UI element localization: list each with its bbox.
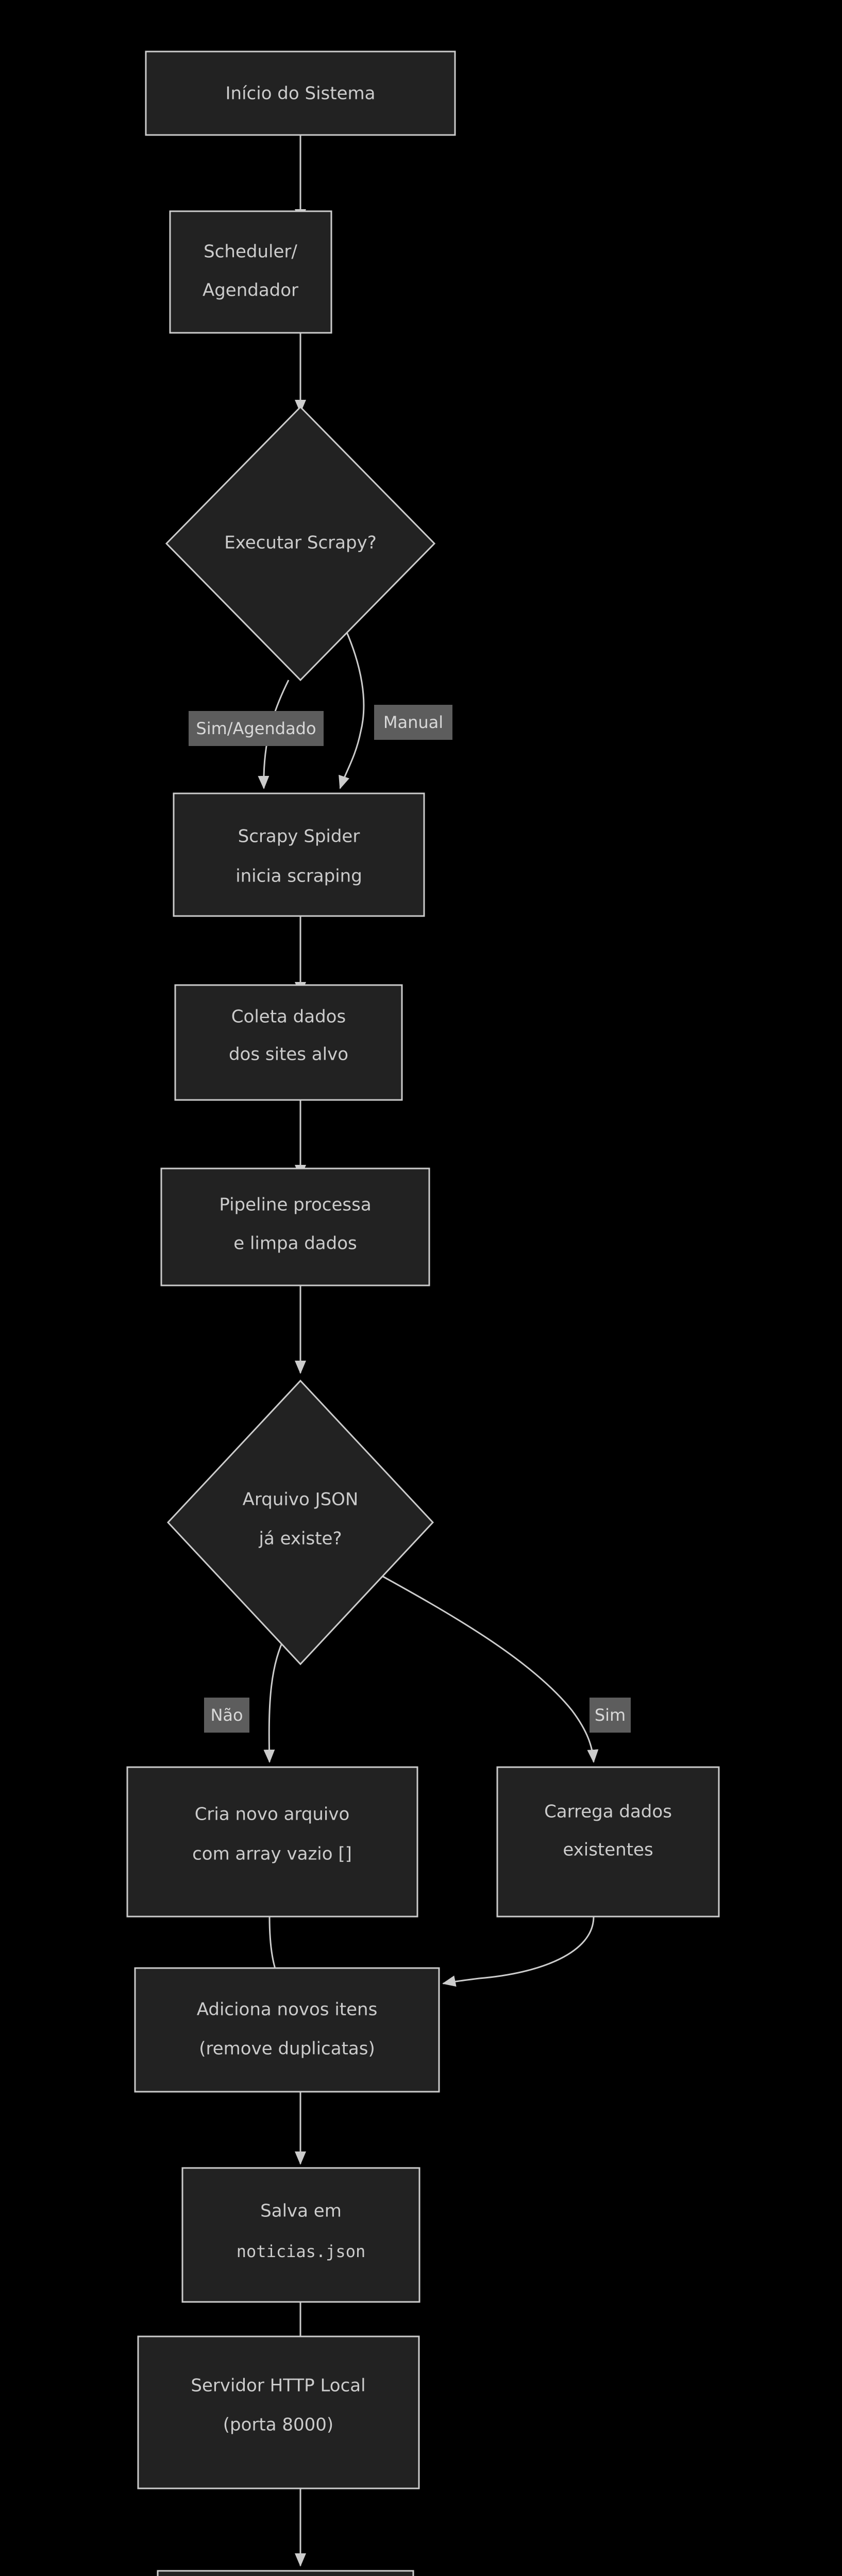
node-label-line-2: dos sites alvo (229, 1044, 348, 1065)
node-frontend-carrega[interactable]: Frontend carrega via fetch() (157, 2570, 414, 2576)
node-label-line-1: Cria novo arquivo (195, 1804, 350, 1825)
edge-label-sim-agendado: Sim/Agendado (189, 711, 324, 746)
node-servidor-http-local[interactable]: Servidor HTTP Local (porta 8000) (137, 2335, 420, 2489)
node-cria-novo-arquivo[interactable]: Cria novo arquivo com array vazio [] (126, 1766, 418, 1918)
node-label-line-2: com array vazio [] (192, 1844, 352, 1865)
node-inicio-do-sistema[interactable]: Início do Sistema (145, 50, 456, 136)
edge-label-sim: Sim (590, 1698, 631, 1733)
node-label-line-1: Coleta dados (231, 1007, 346, 1027)
node-label-line-2: e limpa dados (233, 1233, 357, 1254)
edge-carrega-to-adiciona (442, 1916, 595, 1987)
node-label-line-1: Arquivo JSON (243, 1489, 359, 1510)
node-label-line-2: (remove duplicatas) (199, 2039, 375, 2059)
edge-executar-manual-to-spider (339, 631, 365, 789)
node-scrapy-spider[interactable]: Scrapy Spider inicia scraping (173, 792, 425, 917)
node-adiciona-novos-itens[interactable]: Adiciona novos itens (remove duplicatas) (134, 1967, 440, 2093)
edge-label-text: Não (210, 1705, 243, 1725)
node-pipeline-processa[interactable]: Pipeline processa e limpa dados (160, 1167, 430, 1286)
edge-arquivo-nao-to-cria (263, 1633, 288, 1763)
node-label-line-1: Scheduler/ (204, 242, 297, 262)
node-salva-em-noticias-json[interactable]: Salva em noticias.json (181, 2167, 420, 2303)
edge-label-text: Sim/Agendado (196, 719, 316, 738)
node-label-line-2: (porta 8000) (223, 2415, 333, 2435)
node-label-line-1: Servidor HTTP Local (191, 2376, 365, 2396)
node-coleta-dados[interactable]: Coleta dados dos sites alvo (174, 984, 403, 1101)
edge-label-manual: Manual (374, 705, 452, 740)
node-label-line-1: Pipeline processa (219, 1195, 371, 1215)
node-carrega-dados-existentes[interactable]: Carrega dados existentes (496, 1766, 720, 1918)
node-scheduler-agendador[interactable]: Scheduler/ Agendador (169, 210, 332, 334)
edge-label-nao: Não (204, 1698, 249, 1733)
node-label-line-1: Carrega dados (544, 1802, 672, 1822)
node-executar-scrapy-decision[interactable]: Executar Scrapy? (165, 405, 436, 682)
edge-label-text: Manual (383, 713, 443, 732)
node-label-line-1: Scrapy Spider (238, 826, 360, 847)
node-label-line-2: noticias.json (237, 2242, 365, 2261)
node-arquivo-json-decision[interactable]: Arquivo JSON já existe? (166, 1379, 434, 1666)
edge-arquivo-sim-to-carrega (373, 1570, 599, 1763)
node-label-line-1: Salva em (260, 2201, 342, 2222)
node-label-line-1: Adiciona novos itens (197, 1999, 378, 2020)
node-label-line-2: já existe? (259, 1529, 342, 1549)
node-label: Executar Scrapy? (224, 533, 377, 553)
node-label-line-2: Agendador (203, 280, 298, 301)
edge-label-text: Sim (595, 1705, 626, 1725)
node-label-line-2: inicia scraping (235, 866, 362, 887)
node-label: Início do Sistema (226, 83, 376, 104)
node-label-line-2: existentes (563, 1840, 653, 1860)
